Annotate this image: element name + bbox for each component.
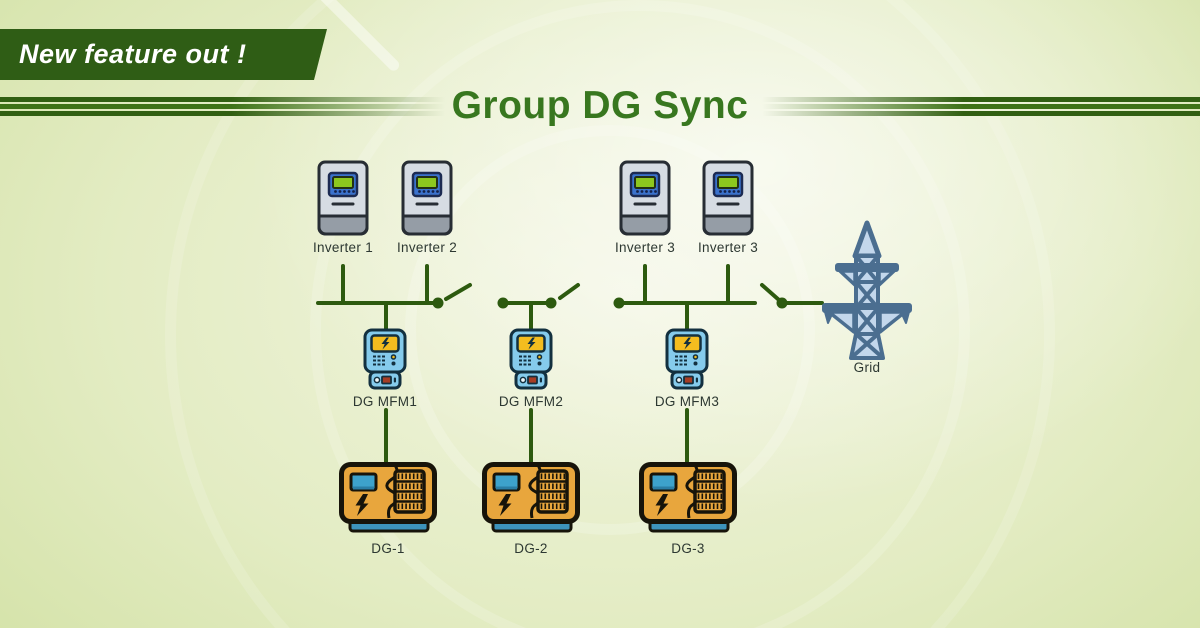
inverter-label: Inverter 3: [697, 240, 759, 255]
bus-group-3: [617, 264, 757, 335]
inverter-2-unit: Inverter 2: [367, 160, 487, 255]
decor-lines-left: [0, 97, 445, 118]
dg-mfm-meter-icon: [509, 328, 553, 392]
inverter-1-unit: Inverter 1: [283, 160, 403, 255]
inverter-icon: [317, 160, 369, 236]
dg-mfm1-unit: DG MFM1: [325, 328, 445, 409]
meter-label: DG MFM2: [498, 394, 564, 409]
dg-mfm3-unit: DG MFM3: [627, 328, 747, 409]
bus-group-2: [501, 301, 553, 333]
inverter-icon: [702, 160, 754, 236]
bus-group-1: [316, 264, 439, 333]
switch-blade-2: [558, 283, 580, 300]
new-feature-banner: New feature out !: [0, 29, 327, 80]
generator-label: DG-3: [671, 541, 705, 556]
switch-blade-1: [444, 283, 472, 301]
dg-mfm2-unit: DG MFM2: [471, 328, 591, 409]
dg-generator-icon: [338, 461, 438, 535]
grid-tower-icon: [817, 220, 917, 360]
background-ring: [165, 0, 1055, 628]
switch-node: [776, 297, 788, 309]
dg-generator-icon: [638, 461, 738, 535]
meter-label: DG MFM3: [654, 394, 720, 409]
meter-label: DG MFM1: [352, 394, 418, 409]
switch-blade-grid: [760, 283, 781, 302]
inverter-3b-unit: Inverter 3: [668, 160, 788, 255]
switch-node: [497, 297, 509, 309]
switch-node: [613, 297, 625, 309]
generator-label: DG-1: [371, 541, 405, 556]
decor-lines-right: [762, 97, 1200, 118]
dg-generator-icon: [481, 461, 581, 535]
generator-label: DG-2: [514, 541, 548, 556]
dg-3-unit: DG-3: [618, 461, 758, 556]
grid-unit: Grid: [797, 220, 937, 375]
inverter-icon: [401, 160, 453, 236]
inverter-label: Inverter 2: [396, 240, 458, 255]
grid-label: Grid: [853, 360, 881, 375]
banner-text: New feature out !: [19, 39, 247, 69]
dg-2-unit: DG-2: [461, 461, 601, 556]
page-title: Group DG Sync: [451, 84, 749, 127]
switch-node: [432, 297, 444, 309]
dg-1-unit: DG-1: [318, 461, 458, 556]
inverter-icon: [619, 160, 671, 236]
switch-node: [545, 297, 557, 309]
dg-mfm-meter-icon: [363, 328, 407, 392]
dg-mfm-meter-icon: [665, 328, 709, 392]
inverter-label: Inverter 1: [312, 240, 374, 255]
inverter-3a-unit: Inverter 3: [585, 160, 705, 255]
inverter-label: Inverter 3: [614, 240, 676, 255]
